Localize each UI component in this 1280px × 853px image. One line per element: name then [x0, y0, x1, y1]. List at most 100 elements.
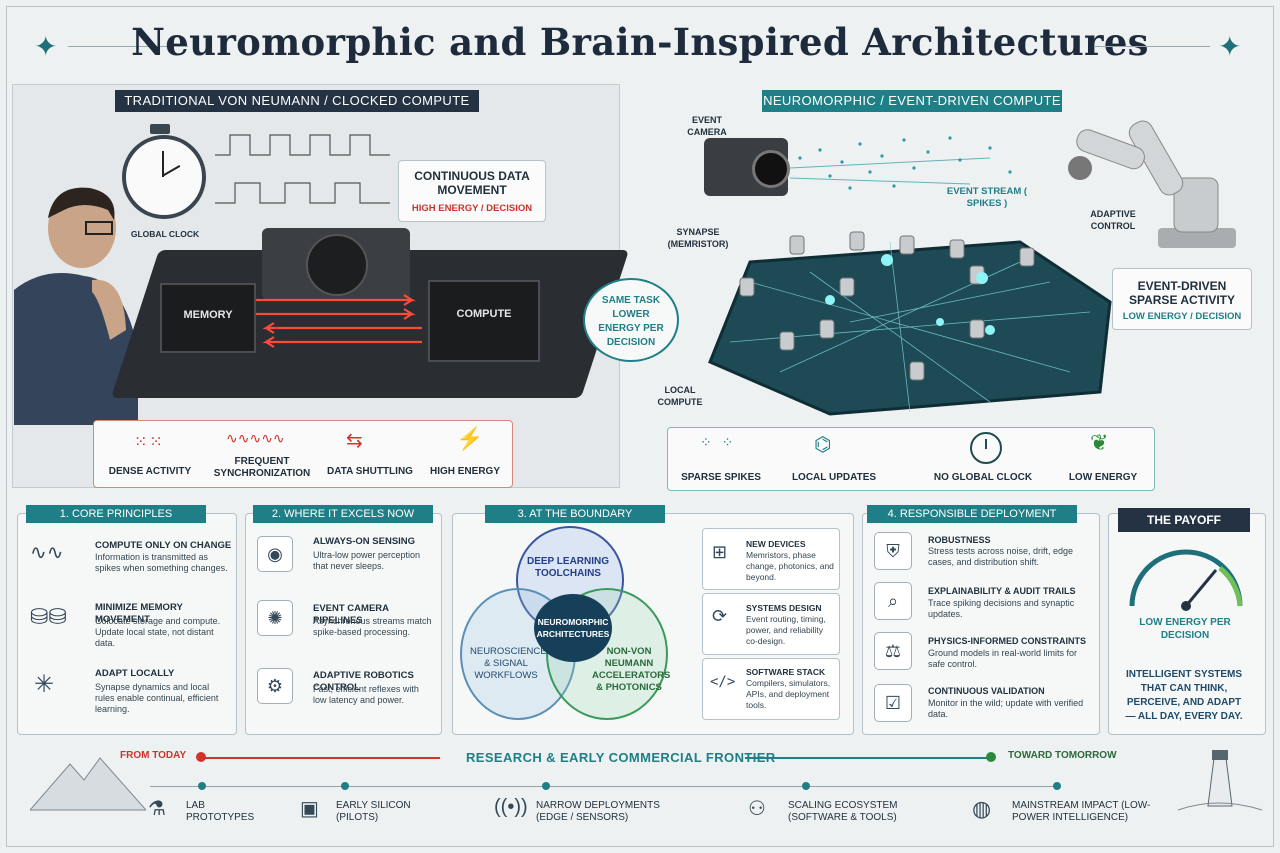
timeline-to: TOWARD TOMORROW	[1008, 750, 1117, 761]
compass-star-icon: ✦	[1218, 31, 1242, 62]
principle-title: ADAPT LOCALLY	[95, 668, 175, 679]
excels-header: 2. WHERE IT EXCELS NOW	[253, 505, 433, 523]
event-driven-subtitle: LOW ENERGY / DECISION	[1122, 311, 1242, 322]
responsible-text: Monitor in the wild; update with verifie…	[928, 698, 1084, 719]
clipboard-check-icon: ☑	[874, 684, 912, 722]
excel-text: Ultra-low power perception that never sl…	[313, 550, 421, 571]
boundary-item-text: Memristors, phase change, photonics, and…	[746, 550, 834, 582]
timeline-node	[1053, 782, 1061, 790]
venn-right-label: NON-VON NEUMANN ACCELERATORS & PHOTONICS	[592, 646, 671, 693]
event-driven-callout: EVENT-DRIVEN SPARSE ACTIVITY LOW ENERGY …	[1112, 268, 1252, 330]
leaf-icon: ❦	[1090, 430, 1109, 455]
shuttle-arrows-icon: ⇆	[346, 430, 363, 452]
principle-title: COMPUTE ONLY ON CHANGE	[95, 540, 232, 551]
feature-dense-activity: DENSE ACTIVITY	[108, 466, 192, 477]
von-neumann-header: TRADITIONAL VON NEUMANN / CLOCKED COMPUT…	[115, 90, 479, 112]
event-camera-device	[704, 138, 790, 196]
sparse-spikes-icon: ⁘ ⁘	[700, 434, 737, 450]
feature-sparse-spikes: SPARSE SPIKES	[681, 472, 761, 483]
feature-high-energy: HIGH ENERGY	[429, 466, 500, 477]
venn-center-circle: NEUROMORPHIC ARCHITECTURES	[534, 594, 612, 662]
flask-icon: ⚗	[148, 798, 166, 820]
timeline-node	[341, 782, 349, 790]
synapse-label: SYNAPSE (MEMRISTOR)	[667, 227, 729, 249]
spike-wave-icon: ∿∿	[30, 542, 64, 564]
robot-arm	[1068, 120, 1236, 248]
core-principles-card	[17, 513, 237, 735]
document-search-icon: ⌕	[874, 582, 912, 620]
principle-text: Colocate storage and compute. Update loc…	[95, 616, 221, 648]
timeline-red-line	[200, 757, 440, 759]
energy-gauge	[1129, 549, 1243, 611]
principle-text: Information is transmitted as spikes whe…	[95, 552, 228, 573]
feature-no-global-clock: NO GLOBAL CLOCK	[933, 472, 1033, 483]
boundary-item-card	[702, 528, 840, 590]
compute-label: COMPUTE	[456, 308, 512, 320]
chip-icon: ▣	[300, 798, 319, 820]
compass-star-icon: ✦	[34, 31, 58, 62]
timeline-end-dot	[986, 752, 996, 762]
page-title: Neuromorphic and Brain-Inspired Architec…	[131, 20, 1149, 64]
memory-label: MEMORY	[183, 309, 233, 321]
responsible-title: ROBUSTNESS	[928, 535, 991, 545]
database-icon: ⛁⛁	[30, 604, 67, 629]
scale-icon: ⚖	[874, 632, 912, 670]
eye-icon: ◉	[257, 536, 293, 572]
local-compute-label: LOCAL COMPUTE	[657, 385, 703, 407]
excel-title: EVENT CAMERA PIPELINES	[313, 603, 389, 626]
robot-arm-icon: ⚙	[257, 668, 293, 704]
title-rule-right	[1095, 46, 1210, 47]
boundary-item-title: SOFTWARE STACK	[746, 667, 826, 677]
dense-dots-icon: ⁙⁙	[134, 434, 165, 451]
clock-waveform	[215, 134, 390, 204]
core-principles-header: 1. CORE PRINCIPLES	[26, 505, 206, 523]
responsible-text: Ground models in real-world limits for s…	[928, 648, 1078, 669]
global-clock-label: GLOBAL CLOCK	[130, 229, 200, 239]
same-task-badge: SAME TASK LOWER ENERGY PER DECISION	[583, 278, 679, 362]
boundary-item-card	[702, 593, 840, 655]
responsible-title: CONTINUOUS VALIDATION	[928, 686, 1045, 696]
responsible-text: Stress tests across noise, drift, edge c…	[928, 546, 1074, 567]
timeline-node	[542, 782, 550, 790]
heatsink-fan	[262, 228, 410, 300]
event-camera-label: EVENT CAMERA	[687, 115, 727, 137]
data-shuttle-arrows	[256, 294, 422, 348]
neuromorphic-feature-strip	[667, 427, 1155, 491]
responsible-title: EXPLAINABILITY & AUDIT TRAILS	[928, 586, 1076, 596]
boundary-item-card	[702, 658, 840, 720]
von-neumann-feature-strip	[93, 420, 513, 488]
timeline-start-dot	[196, 752, 206, 762]
venn-center-label: NEUROMORPHIC ARCHITECTURES	[536, 617, 610, 639]
same-task-text: SAME TASK LOWER ENERGY PER DECISION	[598, 295, 664, 348]
venn-left-label: NEUROSCIENCE & SIGNAL WORKFLOWS	[470, 646, 547, 681]
engineer-figure	[14, 187, 138, 425]
compute-chip: COMPUTE	[428, 280, 540, 362]
neuromorphic-chip	[708, 231, 1112, 416]
excel-text: Asynchronous streams match spike-based p…	[313, 616, 432, 637]
boundary-item-text: Event routing, timing, power, and reliab…	[746, 614, 826, 646]
feature-low-energy: LOW ENERGY	[1068, 472, 1138, 483]
payoff-header: THE PAYOFF	[1118, 508, 1250, 532]
continuous-data-callout: CONTINUOUS DATA MOVEMENT HIGH ENERGY / D…	[398, 160, 546, 222]
local-updates-icon: ⌬	[814, 434, 832, 456]
lightning-icon: ⚡	[456, 426, 484, 451]
shield-icon: ⛨	[874, 532, 912, 570]
responsible-header: 4. RESPONSIBLE DEPLOYMENT	[867, 505, 1077, 523]
signal-icon: ((•))	[494, 796, 528, 818]
excel-title: ADAPTIVE ROBOTICS CONTROL	[313, 670, 414, 693]
responsible-text: Trace spiking decisions and synaptic upd…	[928, 598, 1075, 619]
page-frame	[6, 6, 1274, 847]
timeline-stage: MAINSTREAM IMPACT (LOW-POWER INTELLIGENC…	[1012, 800, 1151, 823]
code-icon: </>	[710, 674, 736, 690]
timeline-stage: EARLY SILICON (PILOTS)	[336, 800, 411, 823]
event-stream-label: EVENT STREAM ( SPIKES )	[946, 186, 1028, 209]
boundary-item-title: SYSTEMS DESIGN	[746, 603, 822, 613]
sync-wave-icon: ∿∿∿∿∿	[226, 430, 285, 446]
excel-title: ALWAYS-ON SENSING	[313, 536, 416, 547]
feature-data-shuttling: DATA SHUTTLING	[327, 466, 413, 477]
excel-text: Fast, efficient reflexes with low latenc…	[313, 684, 419, 705]
timeline-stage: SCALING ECOSYSTEM (SOFTWARE & TOOLS)	[788, 800, 898, 823]
timeline-from: FROM TODAY	[120, 750, 187, 761]
title-rule-left	[68, 46, 188, 47]
timeline-node	[198, 782, 206, 790]
